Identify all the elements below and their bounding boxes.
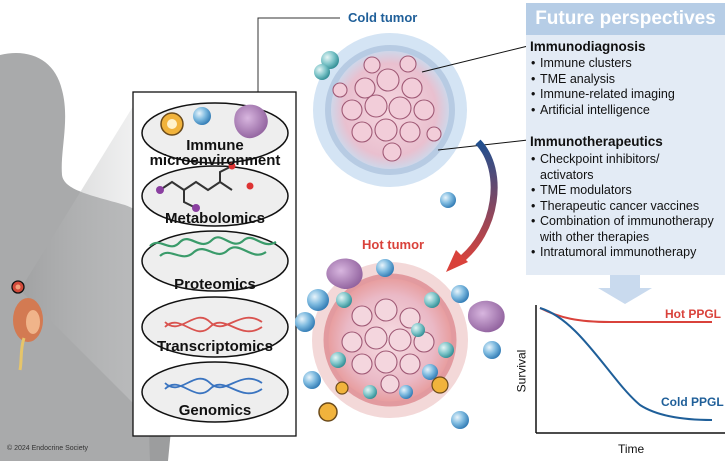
list-item: TME analysis [531, 72, 675, 88]
hot-tumor [312, 262, 468, 418]
plate-label-transcriptomics: Transcriptomics [157, 338, 273, 355]
cold-tumor-label: Cold tumor [348, 10, 418, 25]
list-item: Immune clusters [531, 56, 675, 72]
immunodiagnosis-title: Immunodiagnosis [530, 39, 646, 54]
list-item: Artificial intelligence [531, 103, 675, 119]
list-item: Checkpoint inhibitors/ activators [531, 152, 714, 183]
hot-tumor-label: Hot tumor [362, 237, 425, 252]
cold-ppgl-label: Cold PPGL [661, 395, 724, 409]
list-item: Intratumoral immunotherapy [531, 245, 714, 261]
list-item: Immune-related imaging [531, 87, 675, 103]
plate-label-genomics: Genomics [178, 402, 252, 419]
plate-label-proteomics: Proteomics [174, 276, 256, 293]
hot-ppgl-label: Hot PPGL [665, 307, 721, 321]
list-item: Therapeutic cancer vaccines [531, 199, 714, 215]
list-item: TME modulators [531, 183, 714, 199]
plate-label-metabolomics: Metabolomics [164, 210, 266, 227]
plate-label-immune: Immune microenvironment [149, 137, 281, 169]
immunotherapeutics-list: Checkpoint inhibitors/ activators TME mo… [531, 152, 714, 261]
survival-axis-label: Survival [514, 349, 529, 393]
copyright-text: © 2024 Endocrine Society [7, 445, 89, 452]
cold-ppgl-curve [539, 307, 713, 421]
time-axis-label: Time [618, 442, 645, 456]
hot-ppgl-curve [539, 307, 712, 323]
future-perspectives-title: Future perspectives [526, 3, 725, 35]
cold-tumor [313, 33, 467, 208]
list-item: Combination of immunotherapy with other … [531, 214, 714, 245]
immunotherapeutics-title: Immunotherapeutics [530, 134, 663, 149]
immunodiagnosis-list: Immune clusters TME analysis Immune-rela… [531, 56, 675, 118]
